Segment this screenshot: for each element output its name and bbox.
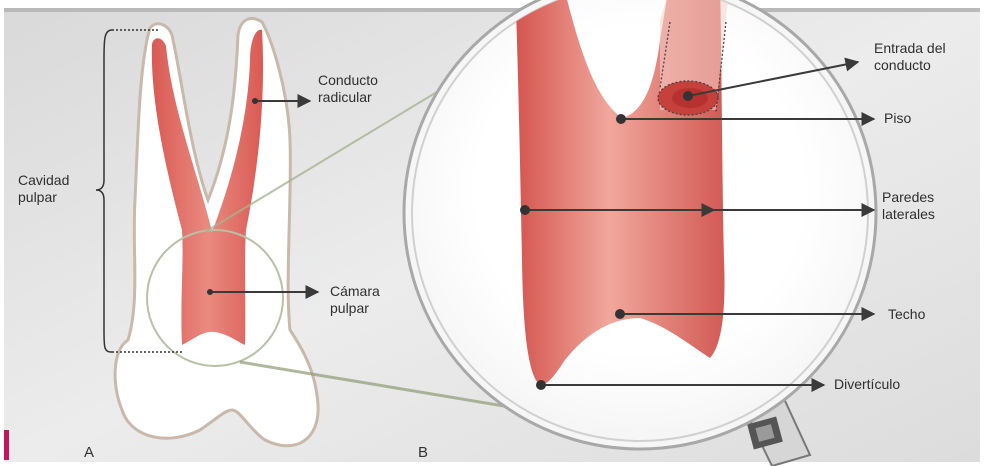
piso-dot — [616, 114, 626, 124]
diverticulo-dot — [536, 380, 546, 390]
label-piso: Piso — [884, 110, 911, 127]
panel-letter-b: B — [418, 444, 428, 461]
entrada-dot — [683, 91, 693, 101]
label-paredes-laterales: Paredes laterales — [882, 189, 935, 223]
label-entrada-del-conducto: Entrada del conducto — [874, 40, 946, 74]
label-techo: Techo — [888, 306, 925, 323]
top-border — [4, 8, 980, 12]
label-diverticulo: Divertículo — [834, 376, 900, 393]
label-cavidad-pulpar: Cavidad pulpar — [18, 172, 69, 206]
left-accent-mark — [4, 430, 9, 460]
panel-letter-a: A — [84, 444, 94, 461]
label-conducto-radicular: Conducto radicular — [318, 72, 378, 106]
paredes-dot — [520, 205, 530, 215]
conducto-dot — [252, 98, 258, 104]
camara-dot — [207, 289, 213, 295]
techo-dot — [615, 309, 625, 319]
label-camara-pulpar: Cámara pulpar — [330, 283, 380, 317]
